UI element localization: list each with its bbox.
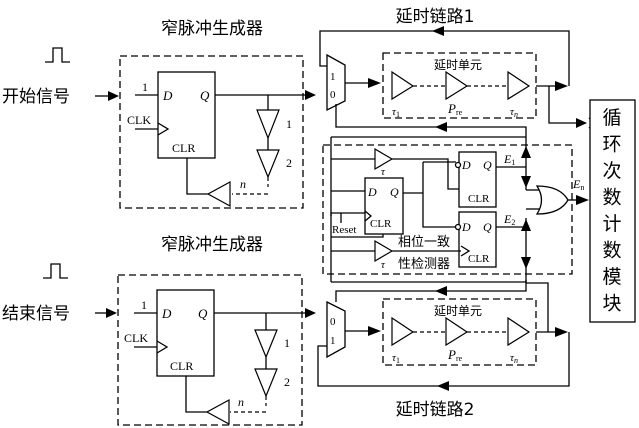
buffer-2-icon [254,368,278,398]
pulse-generator-bottom: 窄脉冲生成器 结束信号 1 D Q CLK CLR 1 2 n [2,235,316,426]
pulse-generator-bottom-title: 窄脉冲生成器 [161,235,263,255]
counter-module-char: 数 [602,187,621,209]
buffer-n-label: n [238,395,244,409]
buffer-n-icon [205,398,230,426]
start-signal-label: 开始信号 [2,87,70,107]
phase-detector: τ D Q CLR Reset D Q CLR E1 D Q CLR E2 [322,136,589,283]
pulse-generator-top: 窄脉冲生成器 开始信号 1 D Q CLK CLR 1 2 n [2,19,316,209]
d-pin-label: D [461,158,471,172]
delay-chain-2: 延时链路2 0 1 延时单元 τ1 Pre τn [317,280,570,420]
delay-buffer-pre-icon [445,70,469,101]
dff-e1 [458,151,497,208]
counter-module-char: 环 [602,134,621,156]
phase-detector-label-2: 性检测器 [398,257,450,272]
buffer-n-label: n [240,177,246,191]
mux-top-in1-label: 1 [330,71,336,83]
mux-top-in0-label: 0 [330,89,336,101]
counter-module-char: 次 [602,160,621,182]
clr-label: CLR [370,218,392,230]
q-pin-label: Q [390,185,399,199]
buffer-1-icon [254,329,278,359]
delay-unit-top-label: 延时单元 [434,58,482,72]
buffer-2-icon [256,149,280,179]
phase-detector-box [322,144,573,275]
end-signal-label: 结束信号 [2,304,70,324]
counter-module-char: 数 [602,240,621,262]
delay-buffer-pre-icon [445,316,469,347]
delay-buffer-tau1-icon [391,316,415,347]
buffer-n-icon [206,180,231,208]
q-pin-label: Q [200,88,210,103]
pre-label: Pre [447,101,463,117]
d-pin-label: D [161,306,172,321]
tau-buffer-bottom-icon [374,239,394,263]
clk-label: CLK [124,331,148,345]
arrow-icon [108,91,119,101]
counter-module-box [589,99,636,323]
counter-module-char: 循 [602,107,621,129]
pre-label: Pre [447,347,463,363]
dff-bottom [156,289,215,377]
pulse-waveform-icon [42,263,69,279]
dff-top [157,71,216,159]
d-pin-label: D [367,185,377,199]
buffer-2-label: 2 [286,156,292,170]
buffer-1-label: 1 [284,336,290,350]
en-label: En [572,177,584,192]
clr-label: CLR [468,193,490,205]
pulse-generator-bottom-box [117,274,303,426]
pulse-generator-top-title: 窄脉冲生成器 [161,19,263,39]
arrow-icon [106,308,117,318]
mux-top [326,53,346,112]
counter-module-char: 模 [602,266,621,288]
delay-buffer-taun-icon [507,70,531,101]
clock-edge-icon [156,340,169,354]
d-pin-label: D [162,88,173,103]
d-pin-label: D [461,220,471,234]
delay-chain-2-label: 延时链路2 [396,400,475,420]
e1-label: E1 [503,152,515,167]
reset-label: Reset [332,224,356,236]
clr-label: CLR [468,253,490,265]
delay-buffer-tau1-icon [391,70,415,101]
tau-buffer-top-icon [374,147,394,171]
q-pin-label: Q [483,220,492,234]
d-input-one: 1 [142,80,148,94]
clr-label: CLR [172,141,195,155]
tau-top-label: τ [381,166,386,178]
dff-center [364,177,404,235]
buffer-1-label: 1 [286,117,292,131]
tau1-label: τ1 [392,106,400,119]
pulse-generator-top-box [119,55,304,209]
d-input-one: 1 [141,298,147,312]
delay-buffer-taun-icon [507,316,531,347]
clock-edge-icon [157,122,170,136]
taun-label: τn [510,352,518,365]
q-pin-label: Q [198,306,208,321]
tau-bottom-label: τ [381,259,386,271]
e2-label: E2 [503,212,515,227]
clr-label: CLR [170,359,193,373]
taun-label: τn [510,106,518,119]
or-gate-icon [535,185,569,215]
buffer-2-label: 2 [284,375,290,389]
delay-chain-1-label: 延时链路1 [396,7,475,27]
mux-bottom-in1-label: 1 [330,335,336,347]
counter-module-char: 计 [602,213,621,235]
q-pin-label: Q [483,158,492,172]
mux-bottom-in0-label: 0 [330,316,336,328]
tau1-label: τ1 [392,352,400,365]
mux-bottom [326,300,346,359]
pulse-waveform-icon [44,47,71,63]
clk-label: CLK [127,113,151,127]
buffer-1-icon [256,109,280,140]
delay-chain-1: 延时链路1 1 0 延时单元 τ1 Pre τn [319,7,597,137]
counter-module-char: 块 [602,293,621,315]
delay-unit-bottom-label: 延时单元 [434,304,482,318]
phase-detector-label-1: 相位一致 [398,235,450,250]
dff-e2 [458,211,497,268]
